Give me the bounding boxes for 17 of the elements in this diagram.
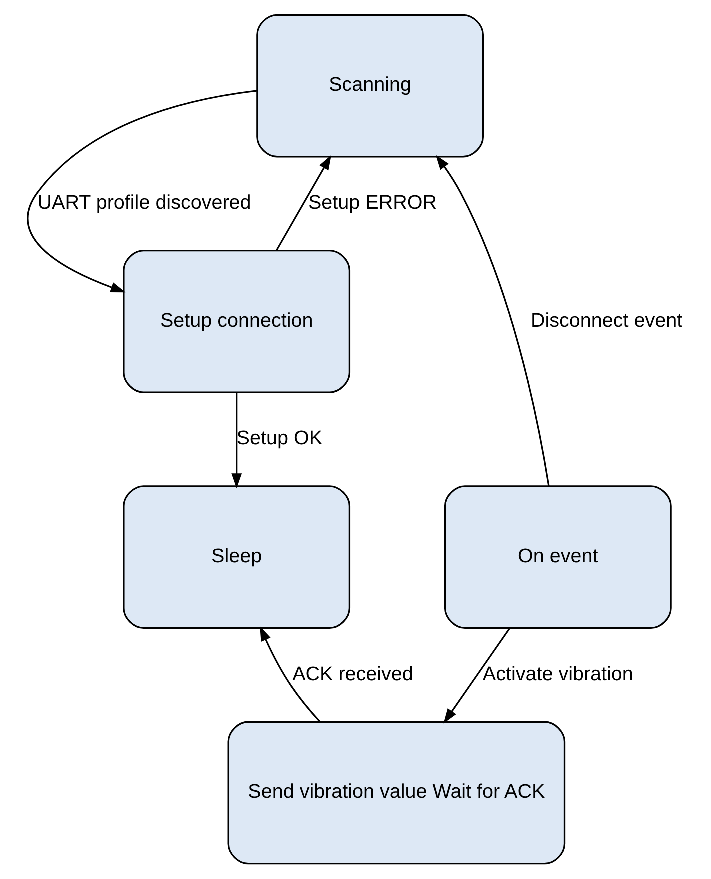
node-box: On event bbox=[444, 486, 672, 629]
edge-label: Setup ERROR bbox=[308, 192, 438, 214]
arrow bbox=[436, 155, 550, 486]
edge-label: UART profile discovered bbox=[38, 192, 252, 214]
arrow bbox=[260, 626, 321, 723]
arrow bbox=[276, 155, 332, 251]
node-box: Send vibration value Wait for ACK bbox=[228, 721, 566, 865]
edge-label: Setup OK bbox=[236, 428, 323, 450]
node-box: Scanning bbox=[256, 14, 484, 158]
arrow bbox=[232, 393, 242, 489]
node-box: Sleep bbox=[123, 486, 351, 629]
edge-label: ACK received bbox=[292, 663, 414, 686]
arrow bbox=[27, 90, 258, 293]
arrow bbox=[444, 628, 510, 724]
edge-label: Disconnect event bbox=[530, 310, 683, 332]
node-box: Setup connection bbox=[123, 250, 351, 394]
edge-label: Activate vibration bbox=[482, 663, 634, 686]
